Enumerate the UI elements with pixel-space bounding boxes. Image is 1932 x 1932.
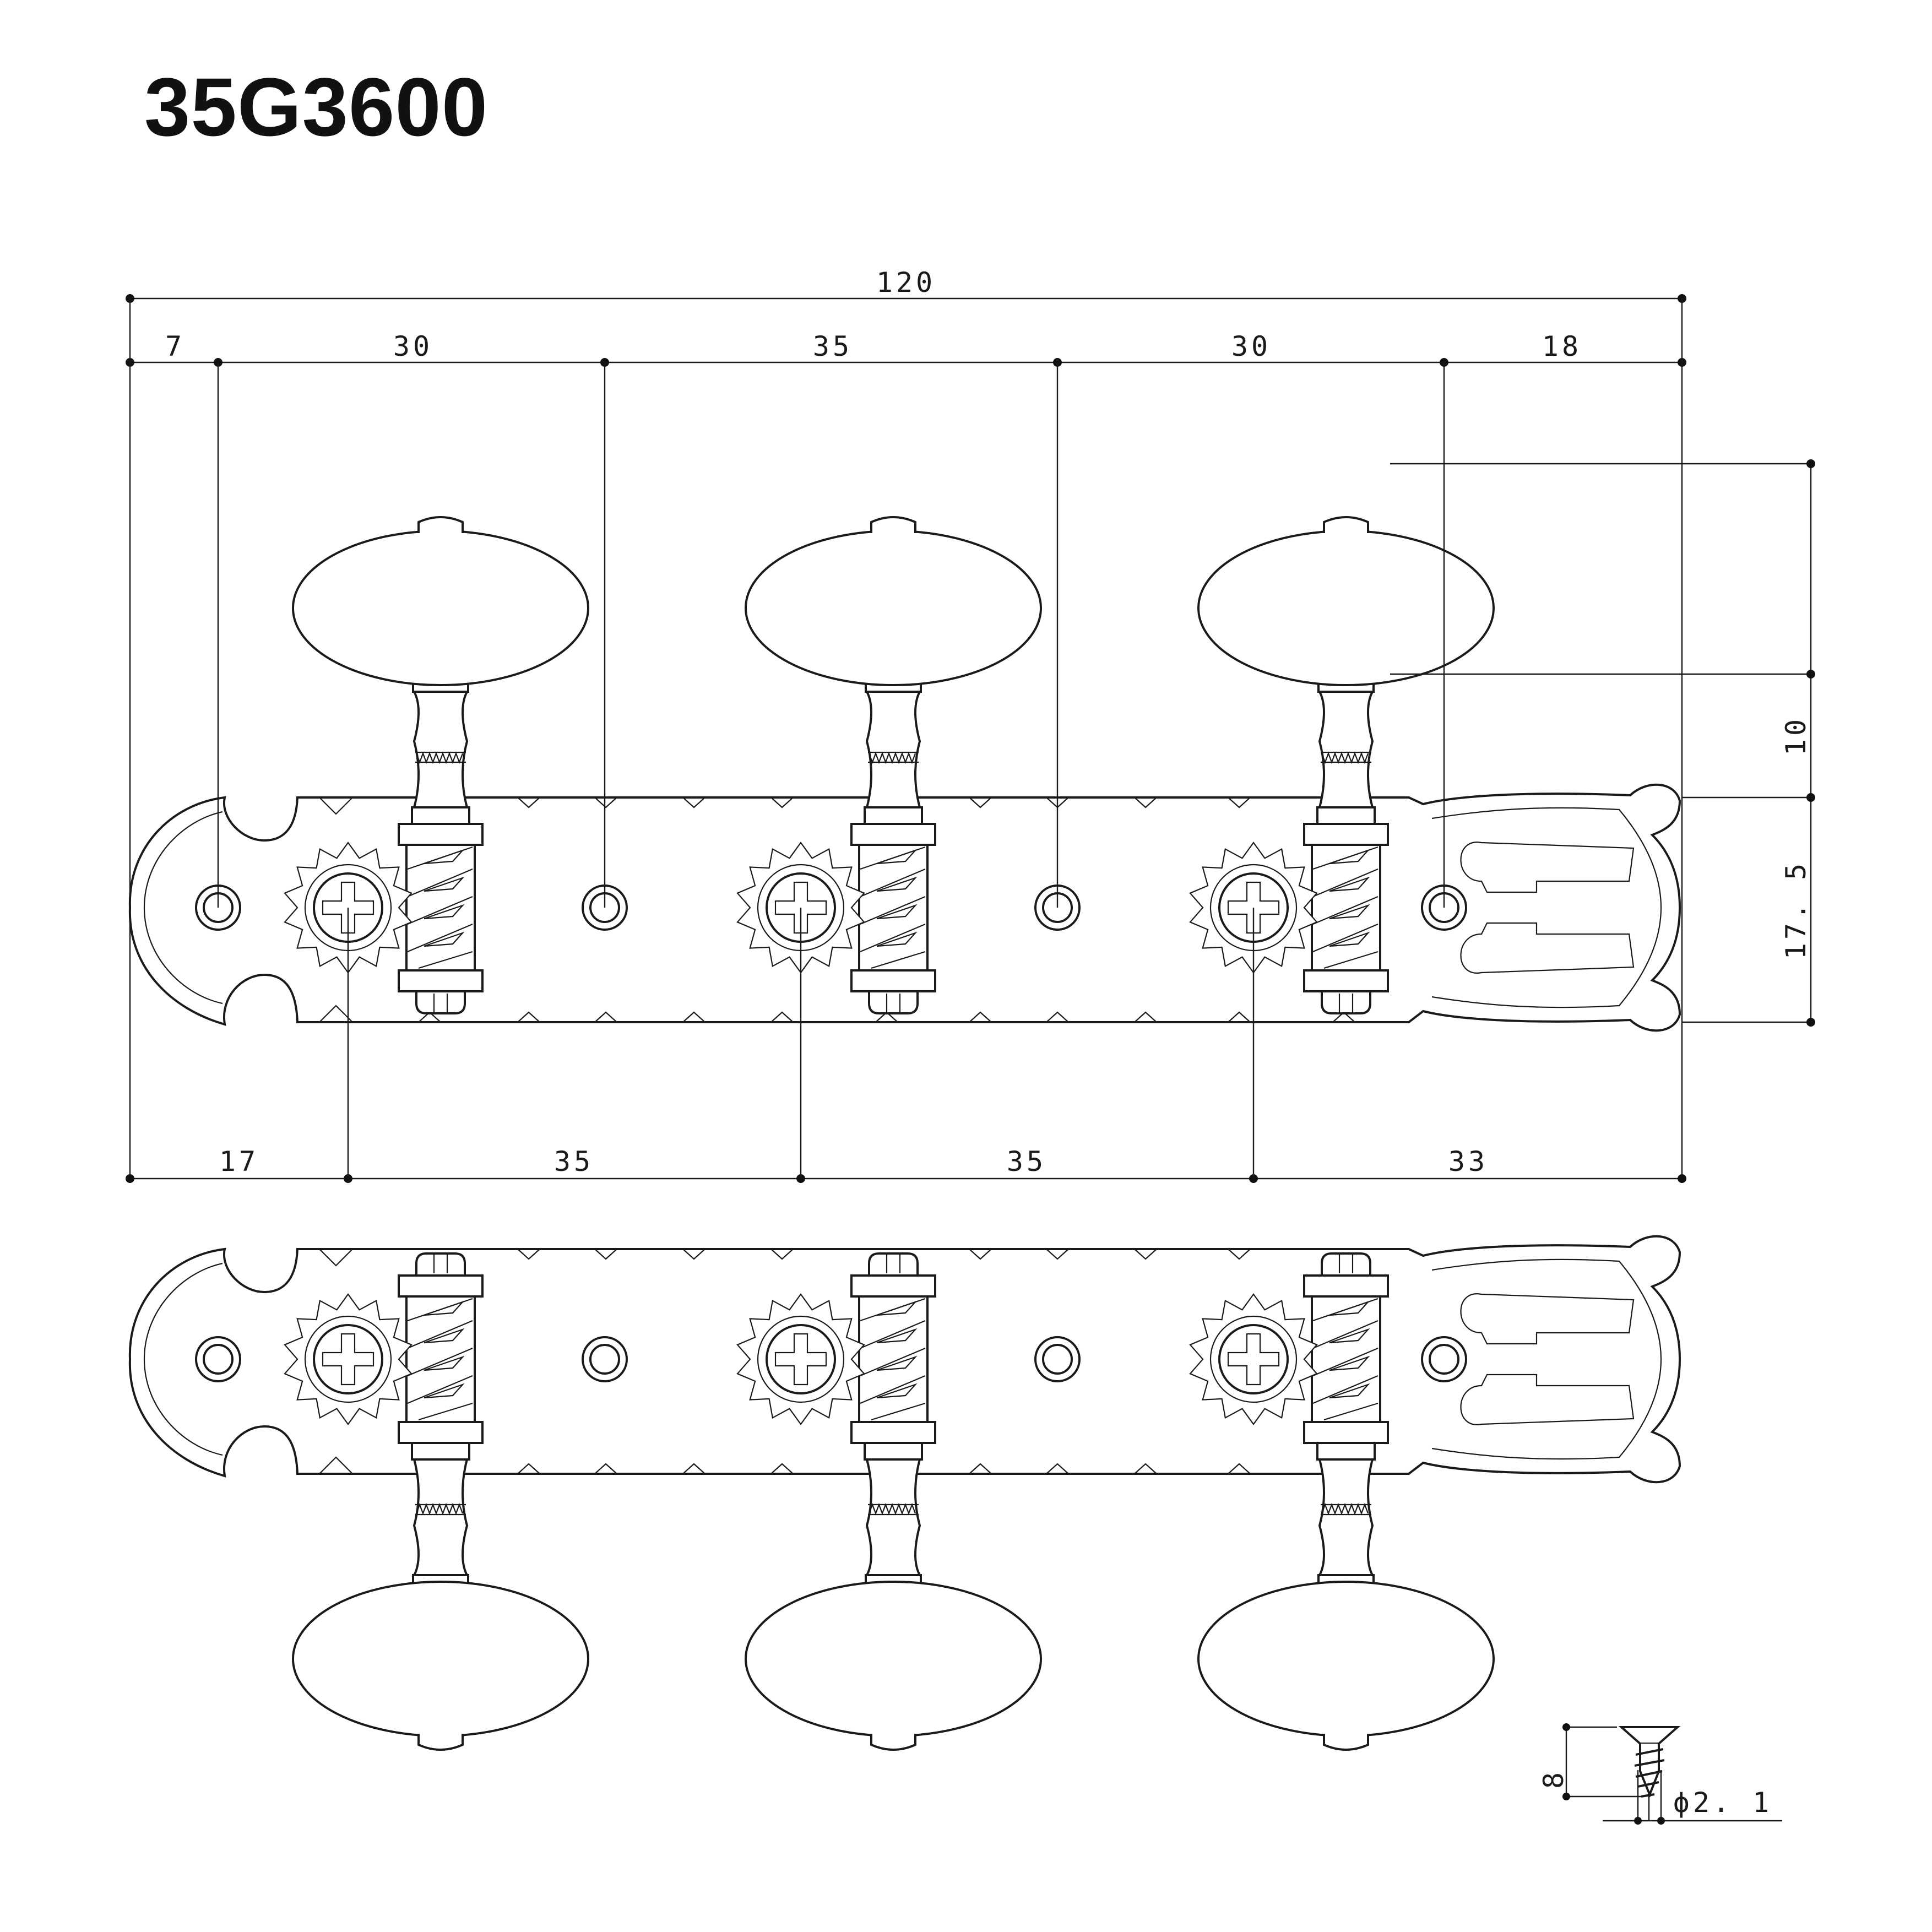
dim-screw-diameter: ϕ2. 1 bbox=[1673, 1787, 1773, 1819]
tuner-button bbox=[1197, 1442, 1495, 1751]
worm-housing bbox=[850, 823, 936, 992]
dim-top-offset: 18 bbox=[1542, 330, 1582, 362]
worm-housing bbox=[398, 1274, 484, 1444]
tuner-button bbox=[292, 1442, 589, 1751]
front-view bbox=[128, 516, 1681, 1032]
dim-top-offset: 7 bbox=[165, 330, 185, 362]
shaft-nut bbox=[1321, 990, 1371, 1014]
tuner-button bbox=[1197, 516, 1495, 825]
dim-screw-length: 8 bbox=[1538, 1769, 1570, 1789]
dim-bottom-offset: 35 bbox=[1007, 1146, 1046, 1177]
dimension-lines: 120 7 30 35 30 18 17 35 35 33 10 17. 5 bbox=[126, 267, 1815, 1183]
worm-housing bbox=[398, 823, 484, 992]
shaft-nut bbox=[415, 990, 466, 1014]
worm-housing bbox=[1303, 823, 1389, 992]
dim-bottom-offset: 35 bbox=[554, 1146, 594, 1177]
model-number-title: 35G3600 bbox=[144, 61, 489, 153]
dim-plate-height: 17. 5 bbox=[1780, 860, 1812, 960]
rear-view bbox=[128, 1235, 1681, 1751]
tuner-button bbox=[745, 1442, 1042, 1751]
dim-bottom-offset: 17 bbox=[219, 1146, 259, 1177]
dim-top-offset: 35 bbox=[813, 330, 853, 362]
dim-button-height: 10 bbox=[1780, 716, 1812, 756]
shaft-nut bbox=[1321, 1252, 1371, 1277]
dim-top-offset: 30 bbox=[1231, 330, 1271, 362]
worm-housing bbox=[850, 1274, 936, 1444]
dim-bottom-offset: 33 bbox=[1448, 1146, 1488, 1177]
dim-top-offset: 30 bbox=[393, 330, 433, 362]
shaft-nut bbox=[868, 1252, 919, 1277]
shaft-nut bbox=[868, 990, 919, 1014]
tuner-button bbox=[292, 516, 589, 825]
shaft-nut bbox=[415, 1252, 466, 1277]
screw-detail: 8 ϕ2. 1 bbox=[1538, 1723, 1782, 1825]
tuner-button bbox=[745, 516, 1042, 825]
dim-overall-length: 120 bbox=[876, 267, 936, 299]
worm-housing bbox=[1303, 1274, 1389, 1444]
